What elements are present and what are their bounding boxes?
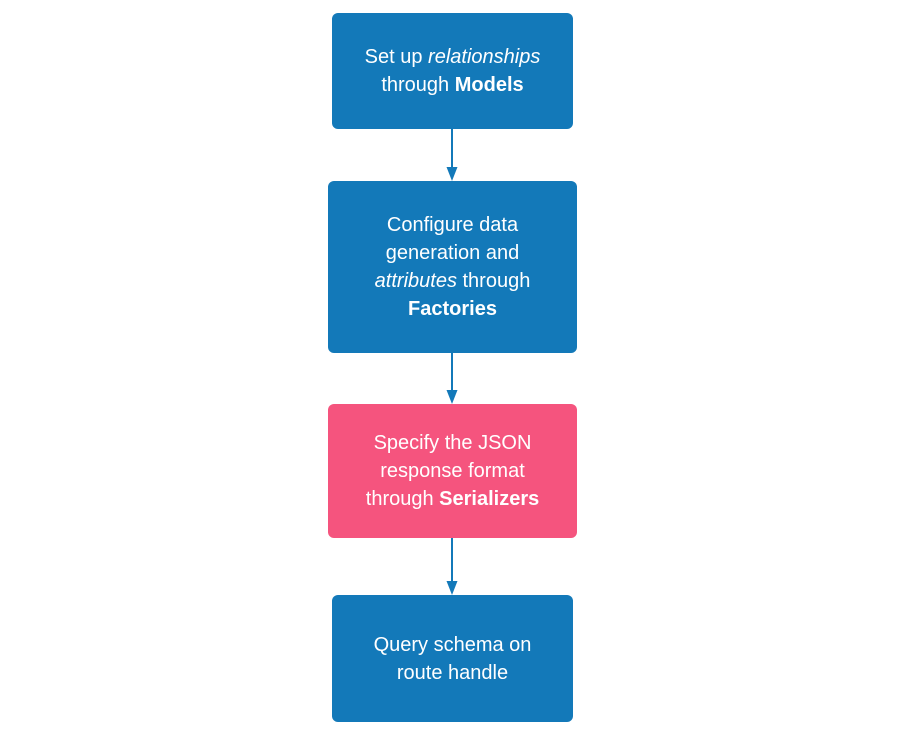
connector-factories-to-serializers xyxy=(446,353,458,404)
arrowhead-down-icon xyxy=(446,581,458,595)
connector-models-to-factories xyxy=(446,129,458,181)
arrowhead-down-icon xyxy=(446,390,458,404)
connector-serializers-to-query xyxy=(446,538,458,595)
arrowhead-down-icon xyxy=(446,167,458,181)
